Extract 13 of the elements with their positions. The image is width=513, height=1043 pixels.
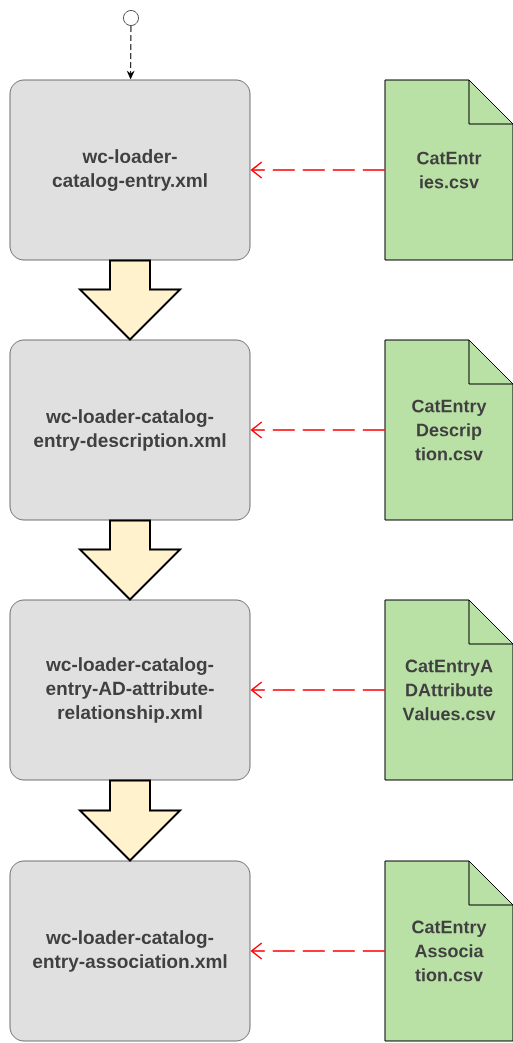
block-arrow — [77, 779, 183, 862]
block-arrow — [77, 259, 183, 341]
arrow — [127, 25, 134, 79]
process-box: wc-loader-catalog-entry-association.xml — [9, 860, 251, 1042]
arrow — [250, 421, 386, 439]
block-arrow — [77, 519, 183, 601]
process-box: wc-loader-catalog-entry.xml — [9, 79, 251, 261]
arrow — [250, 681, 386, 699]
arrow — [250, 942, 386, 960]
arrow — [250, 161, 386, 179]
process-box: wc-loader-catalog-entry-AD-attribute-relationship.xml — [9, 599, 251, 781]
start-circle — [123, 10, 139, 26]
process-box: wc-loader-catalog-entry-description.xml — [9, 339, 251, 521]
